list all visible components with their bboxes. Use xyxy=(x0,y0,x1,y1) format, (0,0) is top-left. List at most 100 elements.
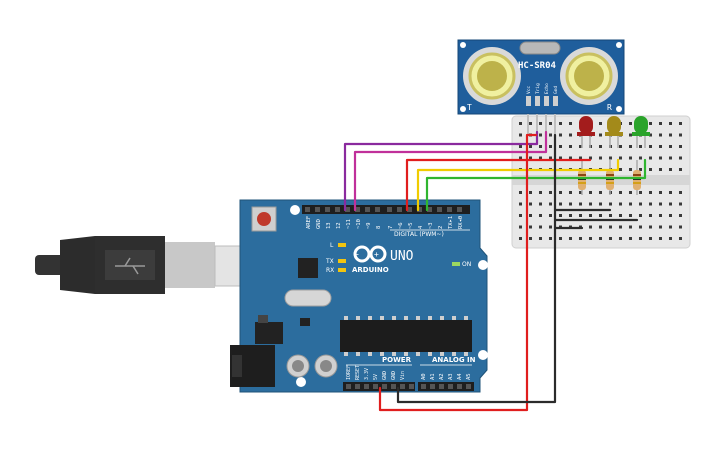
breadboard-hole[interactable] xyxy=(679,214,682,217)
wire-purple[interactable] xyxy=(343,130,539,212)
breadboard-hole[interactable] xyxy=(599,145,602,148)
breadboard-hole[interactable] xyxy=(669,133,672,137)
breadboard-hole[interactable] xyxy=(599,156,602,160)
breadboard-hole[interactable] xyxy=(519,214,522,217)
breadboard-hole[interactable] xyxy=(549,225,552,229)
breadboard-hole[interactable] xyxy=(669,191,672,194)
breadboard-hole[interactable] xyxy=(589,237,592,240)
breadboard-hole[interactable] xyxy=(549,237,552,240)
breadboard-hole[interactable] xyxy=(649,168,652,171)
breadboard-hole[interactable] xyxy=(519,237,522,240)
reset-button[interactable] xyxy=(257,212,271,226)
breadboard-hole[interactable] xyxy=(529,214,532,217)
breadboard-hole[interactable] xyxy=(659,225,662,229)
breadboard-hole[interactable] xyxy=(649,225,652,229)
breadboard-hole[interactable] xyxy=(519,191,522,194)
breadboard-hole[interactable] xyxy=(609,237,612,240)
breadboard-hole[interactable] xyxy=(599,133,602,137)
breadboard-hole[interactable] xyxy=(519,225,522,229)
breadboard-hole[interactable] xyxy=(579,191,582,194)
breadboard-hole[interactable] xyxy=(529,145,532,148)
breadboard-hole[interactable] xyxy=(549,202,552,206)
breadboard-hole[interactable] xyxy=(629,237,632,240)
breadboard-hole[interactable] xyxy=(519,156,522,160)
breadboard-hole[interactable] xyxy=(629,202,632,206)
breadboard-hole[interactable] xyxy=(609,156,612,160)
digital-header[interactable] xyxy=(302,205,470,214)
analog-header[interactable] xyxy=(418,382,474,391)
breadboard-hole[interactable] xyxy=(679,168,682,171)
breadboard-hole[interactable] xyxy=(609,214,612,217)
breadboard-hole[interactable] xyxy=(569,122,572,125)
breadboard-hole[interactable] xyxy=(619,202,622,206)
breadboard-hole[interactable] xyxy=(619,237,622,240)
breadboard-hole[interactable] xyxy=(679,156,682,160)
breadboard-hole[interactable] xyxy=(659,133,662,137)
breadboard-hole[interactable] xyxy=(599,122,602,125)
breadboard-hole[interactable] xyxy=(659,237,662,240)
breadboard-hole[interactable] xyxy=(609,225,612,229)
breadboard-hole[interactable] xyxy=(589,225,592,229)
breadboard-hole[interactable] xyxy=(549,145,552,148)
breadboard-hole[interactable] xyxy=(569,202,572,206)
breadboard-hole[interactable] xyxy=(579,145,582,148)
breadboard-hole[interactable] xyxy=(629,168,632,171)
wire-5v-red[interactable] xyxy=(378,133,538,412)
breadboard-hole[interactable] xyxy=(639,191,642,194)
breadboard-hole[interactable] xyxy=(559,122,562,125)
breadboard-hole[interactable] xyxy=(619,214,622,217)
breadboard-hole[interactable] xyxy=(599,237,602,240)
breadboard-hole[interactable] xyxy=(669,237,672,240)
breadboard-hole[interactable] xyxy=(589,191,592,194)
breadboard-hole[interactable] xyxy=(619,225,622,229)
breadboard-hole[interactable] xyxy=(539,237,542,240)
breadboard-hole[interactable] xyxy=(559,237,562,240)
breadboard-hole[interactable] xyxy=(639,168,642,171)
breadboard-hole[interactable] xyxy=(569,145,572,148)
breadboard-hole[interactable] xyxy=(579,237,582,240)
wire-red-led[interactable] xyxy=(405,158,592,212)
breadboard-hole[interactable] xyxy=(669,214,672,217)
breadboard-hole[interactable] xyxy=(539,191,542,194)
breadboard-hole[interactable] xyxy=(529,191,532,194)
breadboard-hole[interactable] xyxy=(679,237,682,240)
breadboard-hole[interactable] xyxy=(629,145,632,148)
breadboard-hole[interactable] xyxy=(629,156,632,160)
breadboard-hole[interactable] xyxy=(579,202,582,206)
breadboard-hole[interactable] xyxy=(529,202,532,206)
breadboard-hole[interactable] xyxy=(639,214,642,217)
breadboard-hole[interactable] xyxy=(589,156,592,160)
breadboard-hole[interactable] xyxy=(669,122,672,125)
breadboard-hole[interactable] xyxy=(639,202,642,206)
breadboard-hole[interactable] xyxy=(539,202,542,206)
breadboard-hole[interactable] xyxy=(659,168,662,171)
breadboard-hole[interactable] xyxy=(579,214,582,217)
breadboard-hole[interactable] xyxy=(559,156,562,160)
breadboard-hole[interactable] xyxy=(629,122,632,125)
breadboard-hole[interactable] xyxy=(519,122,522,125)
breadboard-hole[interactable] xyxy=(669,168,672,171)
breadboard-hole[interactable] xyxy=(669,202,672,206)
breadboard-hole[interactable] xyxy=(599,214,602,217)
breadboard-hole[interactable] xyxy=(539,133,542,137)
breadboard-hole[interactable] xyxy=(549,133,552,137)
breadboard-hole[interactable] xyxy=(649,237,652,240)
breadboard-hole[interactable] xyxy=(679,145,682,148)
breadboard-hole[interactable] xyxy=(599,191,602,194)
breadboard-hole[interactable] xyxy=(539,122,542,125)
breadboard-hole[interactable] xyxy=(619,156,622,160)
breadboard-hole[interactable] xyxy=(539,156,542,160)
led-green[interactable] xyxy=(632,116,650,148)
breadboard-hole[interactable] xyxy=(639,225,642,229)
breadboard-hole[interactable] xyxy=(529,156,532,160)
breadboard-hole[interactable] xyxy=(569,156,572,160)
breadboard-hole[interactable] xyxy=(679,133,682,137)
breadboard-hole[interactable] xyxy=(619,191,622,194)
breadboard-hole[interactable] xyxy=(629,133,632,137)
breadboard-hole[interactable] xyxy=(659,202,662,206)
breadboard-hole[interactable] xyxy=(569,214,572,217)
breadboard-hole[interactable] xyxy=(669,225,672,229)
led-red[interactable] xyxy=(577,116,595,148)
breadboard-hole[interactable] xyxy=(539,225,542,229)
